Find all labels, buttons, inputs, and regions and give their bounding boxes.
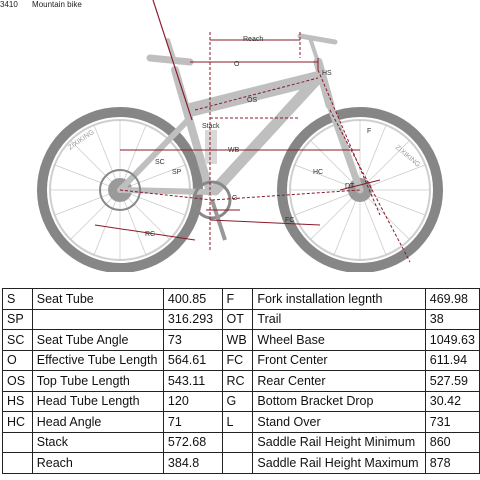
left-name-cell: Head Angle: [31, 411, 164, 433]
left-value-cell: 384.8: [162, 452, 223, 474]
right-name-cell: Rear Center: [252, 370, 426, 392]
right-code-cell: [221, 431, 254, 453]
damper-shock: [205, 130, 217, 164]
right-value-cell: 30.42: [424, 390, 480, 412]
label-fc: FC: [285, 217, 294, 224]
label-os: OS: [247, 97, 257, 104]
right-value-cell: 38: [424, 308, 480, 330]
right-code-cell: G: [221, 390, 254, 412]
bike-geometry-diagram: ZIXIKING ZIXIKING: [37, 0, 443, 272]
right-code-cell: OT: [221, 308, 254, 330]
left-value-cell: 543.11: [162, 370, 223, 392]
figure-header: 3410 Mountain bike: [0, 0, 94, 9]
label-rc: RC: [145, 231, 155, 238]
label-o: O: [234, 61, 240, 68]
label-hs: HS: [322, 70, 332, 77]
right-value-cell: 731: [424, 411, 480, 433]
right-code-cell: FC: [221, 349, 254, 371]
left-value-cell: 73: [162, 329, 223, 351]
left-code-cell: S: [2, 288, 33, 310]
left-code-cell: OS: [2, 370, 33, 392]
left-name-cell: Seat Tube: [31, 288, 164, 310]
right-value-cell: 860: [424, 431, 480, 453]
left-code-cell: O: [2, 349, 33, 371]
left-value-cell: 120: [162, 390, 223, 412]
right-name-cell: Saddle Rail Height Minimum: [252, 431, 426, 453]
label-f: F: [367, 128, 371, 135]
chainring: [192, 180, 232, 220]
right-code-cell: [221, 452, 254, 474]
label-dt: DT: [345, 183, 355, 190]
label-hc: HC: [313, 169, 323, 176]
right-code-cell: L: [221, 411, 254, 433]
right-name-cell: Trail: [252, 308, 426, 330]
cassette: [99, 169, 141, 211]
left-code-cell: [2, 452, 33, 474]
label-wb: WB: [228, 147, 240, 154]
right-value-cell: 1049.63: [424, 329, 480, 351]
left-code-cell: HC: [2, 411, 33, 433]
header-caption: Mountain bike: [32, 0, 82, 9]
left-name-cell: Effective Tube Length: [31, 349, 164, 371]
right-name-cell: Stand Over: [252, 411, 426, 433]
right-code-cell: RC: [221, 370, 254, 392]
right-name-cell: Saddle Rail Height Maximum: [252, 452, 426, 474]
left-name-cell: Reach: [31, 452, 164, 474]
right-value-cell: 527.59: [424, 370, 480, 392]
left-value-cell: 316.293: [162, 308, 223, 330]
right-value-cell: 611.94: [424, 349, 480, 371]
left-name-cell: Top Tube Length: [31, 370, 164, 392]
right-name-cell: Bottom Bracket Drop: [252, 390, 426, 412]
right-name-cell: Fork installation legnth: [252, 288, 426, 310]
left-value-cell: 71: [162, 411, 223, 433]
left-code-cell: [2, 431, 33, 453]
right-value-cell: 878: [424, 452, 480, 474]
left-code-cell: HS: [2, 390, 33, 412]
left-name-cell: Head Tube Length: [31, 390, 164, 412]
label-g: G: [232, 195, 237, 202]
bike-frame: [117, 33, 364, 196]
label-sp: SP: [172, 169, 182, 176]
left-name-cell: Seat Tube Angle: [31, 329, 164, 351]
dimension-lines: [94, 0, 411, 263]
right-name-cell: Wheel Base: [252, 329, 426, 351]
header-code: 3410: [0, 0, 18, 9]
right-value-cell: 469.98: [424, 288, 480, 310]
right-name-cell: Front Center: [252, 349, 426, 371]
left-value-cell: 564.61: [162, 349, 223, 371]
label-reach: Reach: [243, 36, 263, 43]
right-code-cell: F: [221, 288, 254, 310]
left-value-cell: 572.68: [162, 431, 223, 453]
left-value-cell: 400.85: [162, 288, 223, 310]
left-code-cell: SC: [2, 329, 33, 351]
label-sc: SC: [155, 159, 165, 166]
label-stack: Stack: [202, 123, 220, 130]
left-code-cell: SP: [2, 308, 33, 330]
left-name-cell: Stack: [31, 431, 164, 453]
left-name-cell: [31, 308, 164, 330]
right-code-cell: WB: [221, 329, 254, 351]
